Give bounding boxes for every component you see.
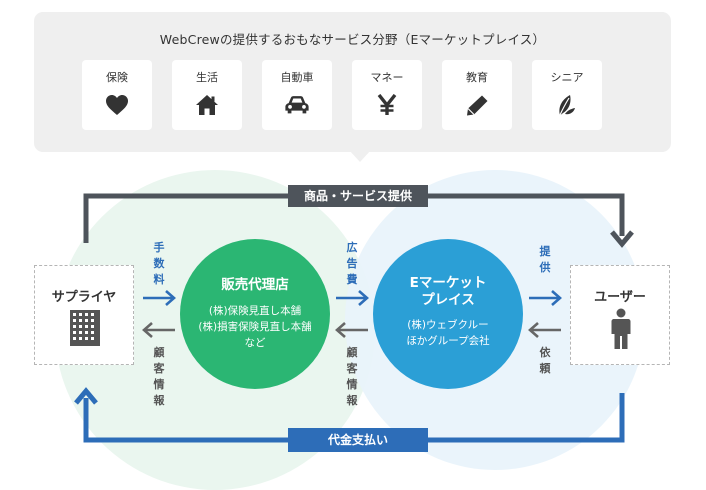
ad-fee-label: 広告費	[346, 241, 358, 286]
user-box: ユーザー	[570, 265, 670, 365]
panel-pointer	[349, 150, 371, 162]
payment-flow-label: 代金支払い	[288, 428, 428, 452]
category-insurance: 保険	[82, 60, 152, 130]
goods-flow-label: 商品・サービス提供	[288, 185, 428, 207]
category-row: 保険 生活 自動車 マネー 教育 シニア	[82, 60, 602, 130]
category-label: シニア	[550, 71, 584, 84]
category-life: 生活	[172, 60, 242, 130]
marketplace-sub-2: ほかグループ会社	[406, 335, 490, 347]
person-icon	[611, 308, 631, 354]
arrow-market-to-agency	[335, 322, 368, 338]
request-label: 依頼	[539, 346, 551, 375]
marketplace-title-1: Eマーケット	[409, 275, 487, 291]
commission-label: 手数料	[153, 241, 165, 286]
house-icon	[194, 92, 220, 118]
category-education: 教育	[442, 60, 512, 130]
yen-icon	[374, 92, 400, 118]
arrow-agency-to-supplier	[142, 322, 175, 338]
provide-label: 提供	[539, 245, 551, 274]
leaf-icon	[554, 92, 580, 118]
pencil-icon	[464, 92, 490, 118]
category-senior: シニア	[532, 60, 602, 130]
panel-title: WebCrewの提供するおもなサービス分野（Eマーケットプレイス）	[159, 32, 546, 47]
agency-circle: 販売代理店 (株)保険見直し本舗 (株)損害保険見直し本舗 など	[180, 239, 330, 389]
supplier-box: サプライヤ	[34, 265, 134, 365]
arrow-supplier-to-agency	[143, 290, 176, 306]
agency-sub-1: (株)保険見直し本舗	[208, 305, 302, 317]
customer-info-label-2: 顧客情報	[346, 346, 358, 407]
arrow-market-to-user	[529, 290, 562, 306]
agency-sub-2: (株)損害保険見直し本舗	[198, 321, 312, 333]
customer-info-label-1: 顧客情報	[153, 346, 165, 407]
category-label: 自動車	[280, 71, 314, 84]
supplier-title: サプライヤ	[51, 290, 117, 305]
car-icon	[284, 92, 310, 118]
arrow-agency-to-market	[336, 290, 369, 306]
marketplace-circle: Eマーケット プレイス (株)ウェブクルー ほかグループ会社	[373, 239, 523, 389]
category-label: 教育	[466, 71, 488, 84]
building-icon	[70, 310, 100, 350]
marketplace-title-2: プレイス	[421, 292, 475, 308]
category-label: 生活	[196, 71, 218, 84]
user-title: ユーザー	[594, 290, 646, 305]
marketplace-sub-1: (株)ウェブクルー	[407, 319, 489, 331]
arrow-user-to-market	[528, 322, 561, 338]
agency-title: 販売代理店	[221, 277, 289, 293]
category-car: 自動車	[262, 60, 332, 130]
category-label: 保険	[106, 71, 128, 84]
agency-sub-3: など	[244, 337, 266, 349]
category-label: マネー	[370, 71, 404, 84]
category-money: マネー	[352, 60, 422, 130]
heart-icon	[104, 92, 130, 118]
